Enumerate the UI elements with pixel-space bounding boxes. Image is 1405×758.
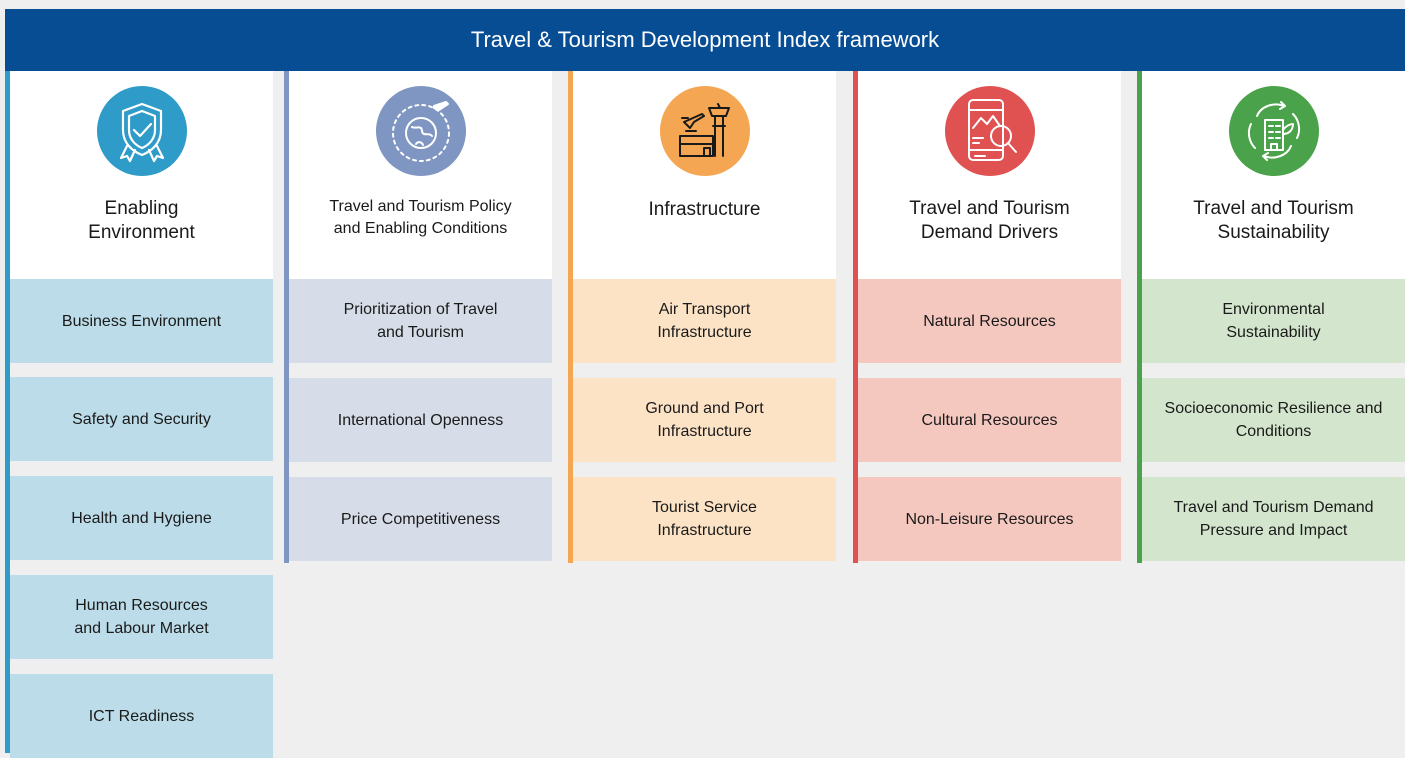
pillar-color-bar <box>5 71 10 753</box>
sub-pillar: Socioeconomic Resilience and Conditions <box>1142 378 1405 462</box>
framework-title: Travel & Tourism Development Index frame… <box>470 27 940 52</box>
pillar-column-sustainability: Travel and Tourism Sustainability Enviro… <box>1137 71 1405 563</box>
pillar-header: Travel and Tourism Policy and Enabling C… <box>289 71 552 279</box>
sub-pillar: Travel and Tourism Demand Pressure and I… <box>1142 477 1405 561</box>
sub-pillar: Business Environment <box>10 279 273 363</box>
pillar-title: Enabling Environment <box>88 198 195 243</box>
pillar-column-enabling-environment: Enabling Environment Business Environmen… <box>5 71 273 758</box>
sub-pillar: Non-Leisure Resources <box>858 477 1121 561</box>
pillar-header: Travel and Tourism Sustainability <box>1142 71 1405 279</box>
shield-check-icon <box>96 86 187 176</box>
pillar-title: Travel and Tourism Demand Drivers <box>909 198 1070 243</box>
sub-pillar: Health and Hygiene <box>10 476 273 560</box>
pillar-color-bar <box>284 71 289 563</box>
sub-pillar: Safety and Security <box>10 377 273 461</box>
pillar-column-policy-enabling-conditions: Travel and Tourism Policy and Enabling C… <box>284 71 552 563</box>
sub-pillar: Prioritization of Travel and Tourism <box>289 279 552 363</box>
pillar-header: Enabling Environment <box>10 71 273 279</box>
pillar-title: Travel and Tourism Sustainability <box>1193 198 1354 243</box>
pillar-column-demand-drivers: Travel and Tourism Demand Drivers Natura… <box>853 71 1121 563</box>
pillar-color-bar <box>1137 71 1142 563</box>
pillar-title: Infrastructure <box>648 199 761 220</box>
airport-tower-icon <box>659 86 750 176</box>
sub-pillar: Price Competitiveness <box>289 477 552 561</box>
sub-pillar: Tourist Service Infrastructure <box>573 477 836 561</box>
sub-pillar: ICT Readiness <box>10 674 273 758</box>
pillar-title: Travel and Tourism Policy and Enabling C… <box>329 198 512 237</box>
sub-pillar: International Openness <box>289 378 552 462</box>
globe-plane-icon <box>375 86 466 176</box>
sub-pillar: Human Resources and Labour Market <box>10 575 273 659</box>
phone-search-icon <box>944 86 1035 176</box>
sub-pillar: Ground and Port Infrastructure <box>573 378 836 462</box>
sub-pillar: Environmental Sustainability <box>1142 279 1405 363</box>
sub-pillar: Air Transport Infrastructure <box>573 279 836 363</box>
framework-title-banner: Travel & Tourism Development Index frame… <box>5 9 1405 71</box>
pillar-header: Travel and Tourism Demand Drivers <box>858 71 1121 279</box>
pillar-column-infrastructure: Infrastructure Air Transport Infrastruct… <box>568 71 836 563</box>
green-building-icon <box>1228 86 1319 176</box>
pillar-header: Infrastructure <box>573 71 836 279</box>
pillar-color-bar <box>568 71 573 563</box>
sub-pillar: Cultural Resources <box>858 378 1121 462</box>
pillar-color-bar <box>853 71 858 563</box>
sub-pillar: Natural Resources <box>858 279 1121 363</box>
